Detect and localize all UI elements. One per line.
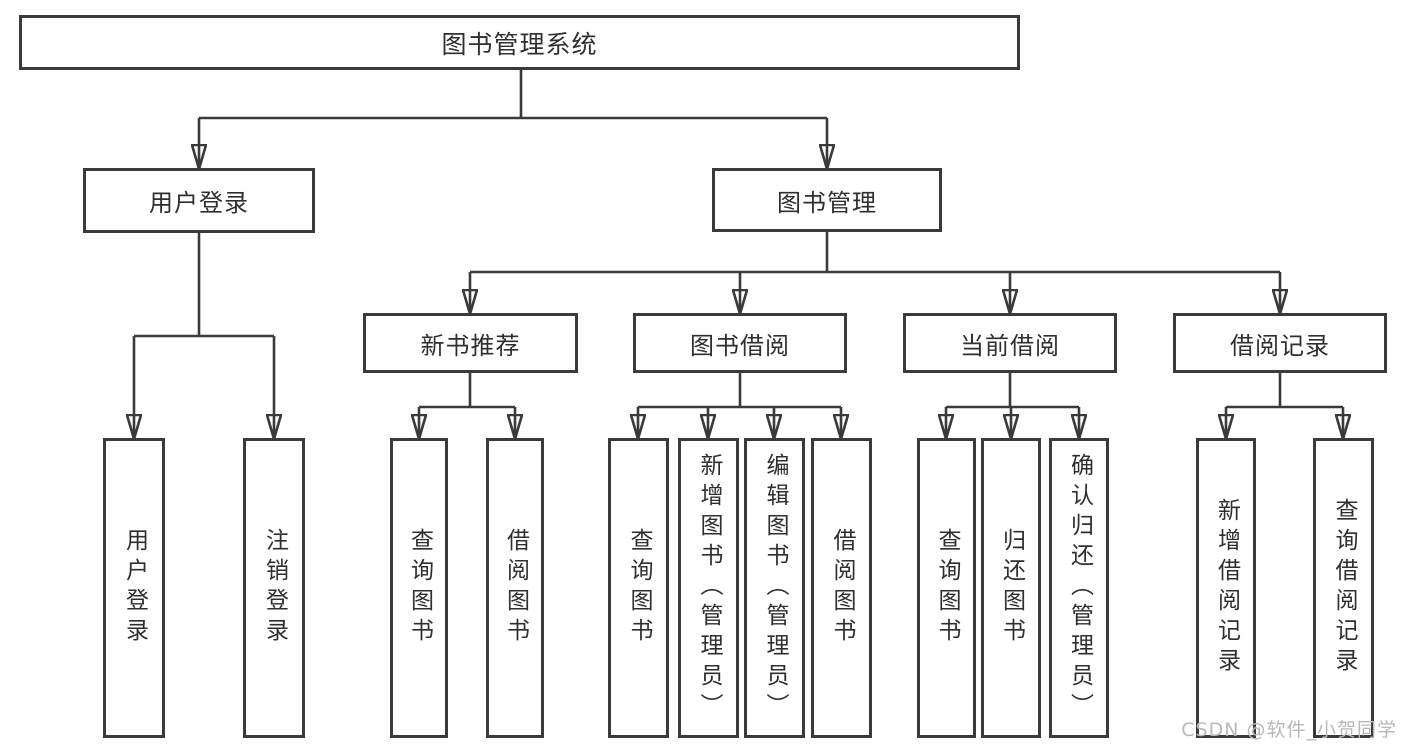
leaf-borrow-books-recommend: 借阅图书 [486, 438, 544, 738]
leaf-query-books-current: 查询图书 [917, 438, 976, 738]
leaf-borrow-books: 借阅图书 [811, 438, 872, 738]
leaf-query-borrow-record: 查询借阅记录 [1313, 438, 1374, 738]
leaf-label: 归还图书 [998, 528, 1025, 648]
leaf-label: 查询图书 [626, 528, 652, 648]
leaf-add-borrow-record: 新增借阅记录 [1196, 438, 1256, 738]
leaf-edit-books-admin: 编辑图书（管理员） [744, 438, 805, 738]
csdn-watermark: CSDN @软件_小贺同学 [1181, 719, 1397, 741]
node-label: 当前借阅 [960, 331, 1060, 360]
leaf-logout: 注销登录 [243, 438, 305, 738]
node-user-login: 用户登录 [83, 168, 315, 233]
leaf-label: 用户登录 [121, 528, 148, 648]
leaf-user-login: 用户登录 [103, 438, 165, 738]
leaf-return-books: 归还图书 [981, 438, 1041, 738]
leaf-label: 新增图书（管理员） [696, 453, 722, 723]
leaf-label: 借阅图书 [829, 528, 855, 648]
node-book-borrowing: 图书借阅 [633, 313, 847, 373]
leaf-add-books-admin: 新增图书（管理员） [678, 438, 739, 738]
node-label: 图书管理系统 [441, 29, 598, 59]
node-new-book-recommendation: 新书推荐 [363, 313, 578, 373]
node-label: 新书推荐 [420, 331, 521, 360]
node-label: 图书借阅 [690, 331, 790, 360]
leaf-label: 注销登录 [261, 528, 288, 648]
leaf-label: 查询借阅记录 [1331, 498, 1357, 678]
leaf-label: 查询图书 [406, 528, 433, 648]
leaf-query-books-borrowing: 查询图书 [608, 438, 669, 738]
leaf-query-books-recommend: 查询图书 [390, 438, 448, 738]
node-label: 用户登录 [149, 189, 249, 217]
leaf-label: 借阅图书 [502, 528, 529, 648]
leaf-label: 查询图书 [934, 528, 960, 648]
node-library-management-system: 图书管理系统 [19, 15, 1020, 70]
node-current-borrowing: 当前借阅 [903, 313, 1117, 373]
leaf-label: 确认归还（管理员） [1066, 453, 1093, 723]
leaf-label: 编辑图书（管理员） [762, 453, 788, 723]
leaf-label: 新增借阅记录 [1213, 498, 1240, 678]
node-borrowing-records: 借阅记录 [1173, 313, 1387, 373]
node-label: 图书管理 [777, 188, 877, 217]
leaf-confirm-return-admin: 确认归还（管理员） [1049, 438, 1109, 738]
node-label: 借阅记录 [1230, 331, 1330, 360]
node-book-management: 图书管理 [712, 168, 942, 232]
